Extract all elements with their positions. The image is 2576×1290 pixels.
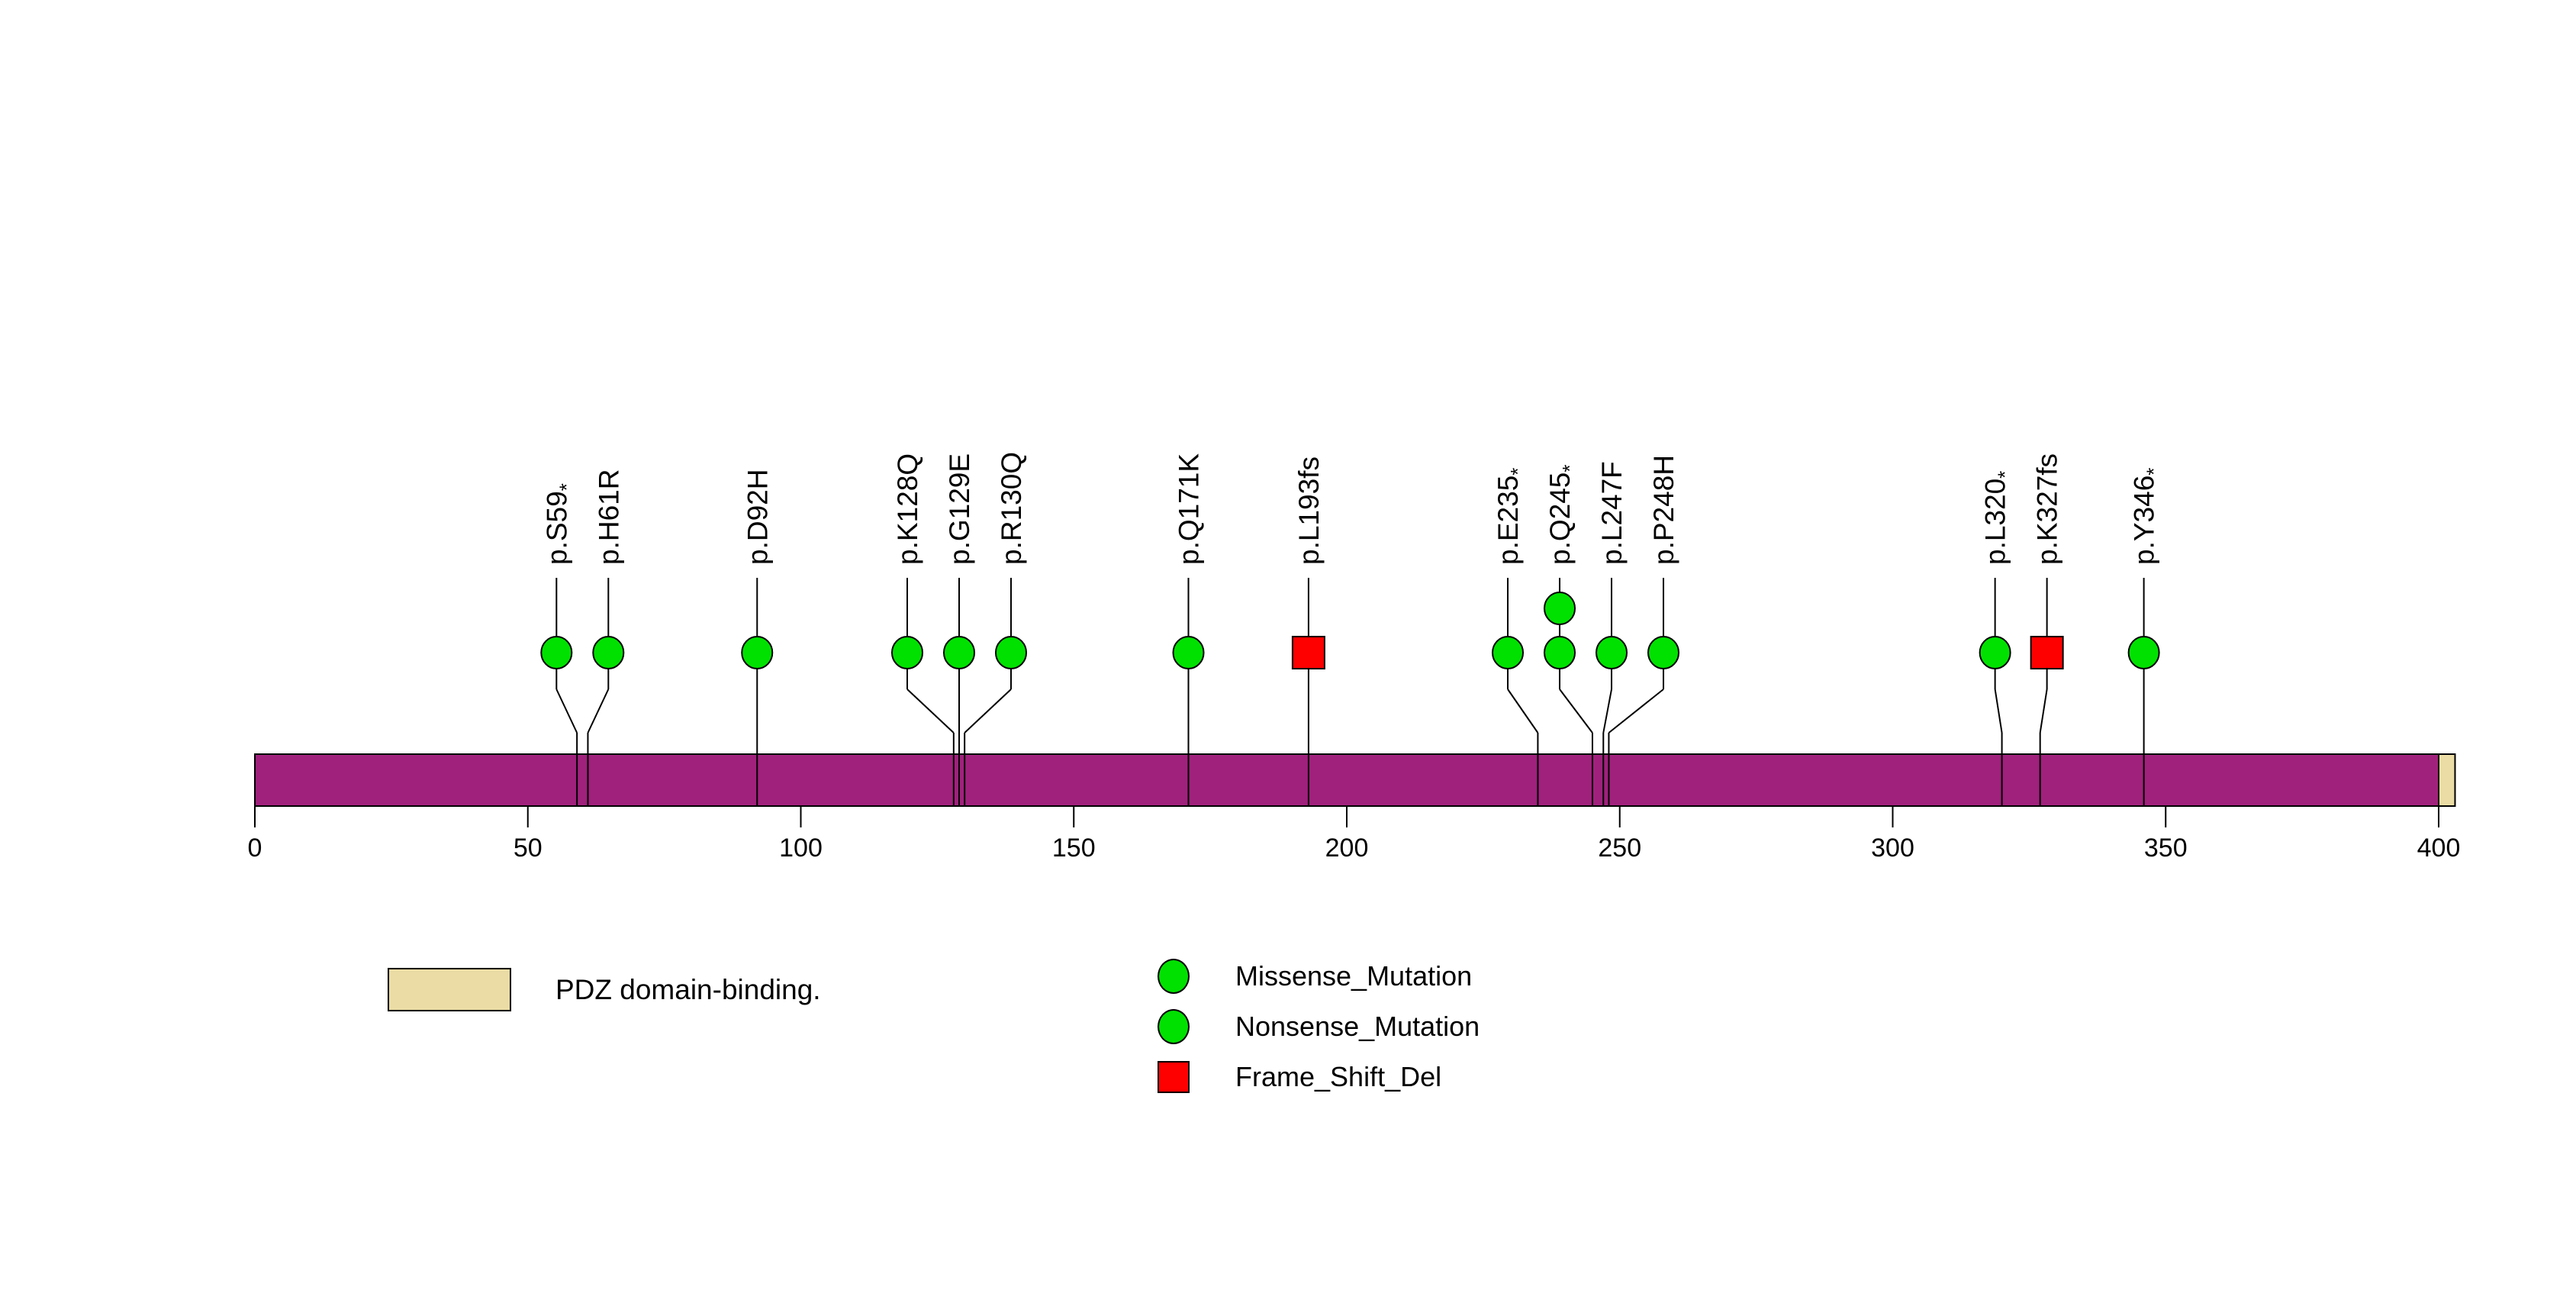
mutation-label: p.Y346* — [2129, 468, 2165, 565]
mutation-marker-circle — [741, 636, 774, 669]
protein-bar — [254, 753, 2456, 807]
lollipop-stick-kink — [906, 689, 955, 734]
mutation-label: p.L247F — [1596, 461, 1628, 565]
mutation-marker-square — [2030, 636, 2064, 669]
legend-row-frameshift: Frame_Shift_Del — [1158, 1059, 1480, 1095]
lollipop-stick-kink — [587, 689, 610, 734]
lollipop-stick-kink — [964, 689, 1012, 734]
axis-tick-label: 300 — [1871, 834, 1914, 863]
axis-tick-label: 150 — [1052, 834, 1096, 863]
mutation-marker-circle — [1979, 636, 2011, 669]
lollipop-stick-kink — [1507, 689, 1539, 734]
axis-tick-label: 350 — [2144, 834, 2188, 863]
axis-tick-label: 100 — [779, 834, 823, 863]
lollipop-stick-kink — [2039, 689, 2048, 734]
legend-label-frameshift: Frame_Shift_Del — [1235, 1061, 1442, 1092]
mutation-label: p.E235* — [1492, 468, 1529, 565]
mutation-label: p.H61R — [593, 469, 624, 565]
mutation-marker-circle — [890, 636, 923, 669]
mutation-label: p.Q245* — [1544, 465, 1581, 566]
legend-domain-row: PDZ domain-binding. — [388, 968, 821, 1011]
mutation-label: p.P248H — [1648, 455, 1679, 565]
mutation-marker-circle — [942, 636, 975, 669]
mutation-type-legend: Missense_Mutation Nonsense_Mutation Fram… — [1158, 959, 1480, 1110]
mutation-marker-circle — [1544, 592, 1576, 625]
mutation-label: p.Q171K — [1174, 453, 1205, 565]
mutation-marker-circle — [1647, 636, 1680, 669]
axis-tick-label: 400 — [2417, 834, 2461, 863]
axis-tick-label: 0 — [248, 834, 262, 863]
mutation-label: p.K128Q — [892, 453, 923, 565]
lollipop-stick-kink — [555, 689, 578, 734]
lollipop-stick-kink — [1559, 689, 1593, 734]
mutation-marker-circle — [1492, 636, 1525, 669]
lollipop-stick-kink — [1602, 689, 1613, 734]
lollipop-stick-kink — [1994, 689, 2003, 734]
pdz-domain-swatch — [388, 968, 511, 1011]
protein-domain — [2438, 753, 2456, 807]
legend-label-missense: Missense_Mutation — [1235, 960, 1473, 992]
mutation-label: p.S59* — [541, 483, 578, 565]
mutation-marker-circle — [1596, 636, 1628, 669]
mutation-label: p.L320* — [1980, 471, 2017, 565]
mutation-marker-circle — [994, 636, 1027, 669]
lollipop-stick-kink — [1608, 689, 1664, 734]
axis-tick-label: 200 — [1325, 834, 1369, 863]
mutation-marker-square — [1291, 636, 1325, 669]
pdz-domain-label: PDZ domain-binding. — [555, 973, 821, 1005]
nonsense-marker-icon — [1158, 1009, 1190, 1044]
axis-tick-label: 250 — [1598, 834, 1641, 863]
mutation-label: p.R130Q — [996, 452, 1027, 565]
missense-marker-icon — [1158, 959, 1190, 994]
mutation-marker-circle — [2127, 636, 2160, 669]
mutation-marker-circle — [1172, 636, 1205, 669]
mutation-label: p.K327fs — [2032, 453, 2063, 565]
legend-row-nonsense: Nonsense_Mutation — [1158, 1009, 1480, 1044]
mutation-label: p.L193fs — [1293, 456, 1325, 565]
axis-tick-label: 50 — [514, 834, 543, 863]
mutation-marker-circle — [540, 636, 573, 669]
legend-label-nonsense: Nonsense_Mutation — [1235, 1011, 1480, 1042]
mutation-marker-circle — [1544, 636, 1576, 669]
mutation-label: p.G129E — [944, 453, 975, 565]
mutation-marker-circle — [592, 636, 625, 669]
mutation-label: p.D92H — [742, 469, 773, 565]
frameshift-marker-icon — [1158, 1061, 1190, 1093]
legend-row-missense: Missense_Mutation — [1158, 959, 1480, 994]
